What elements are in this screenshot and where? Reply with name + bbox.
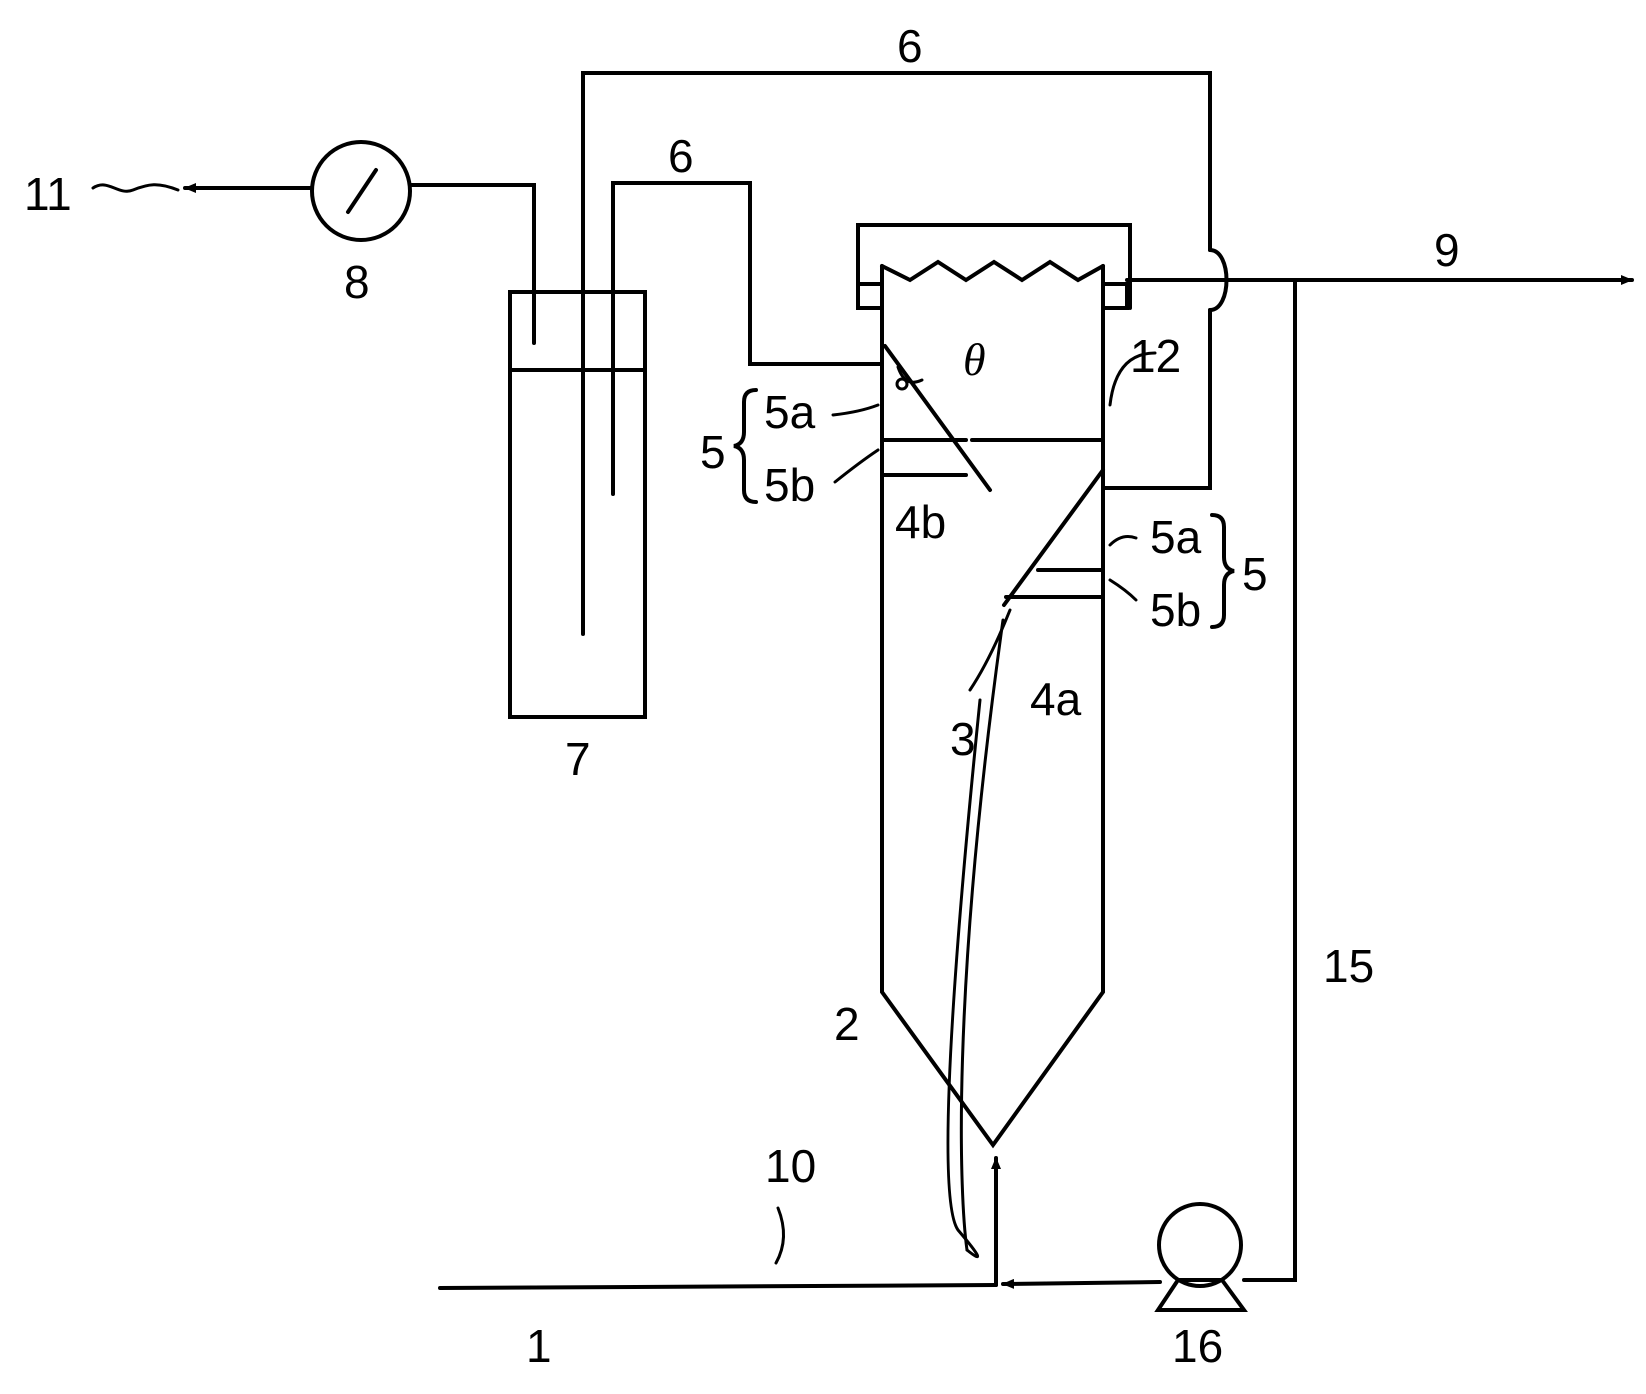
label-2: 2 <box>834 998 860 1050</box>
label-10: 10 <box>765 1140 816 1192</box>
label-9: 9 <box>1434 224 1460 276</box>
gas-discharge-wave <box>91 183 180 193</box>
label-4a: 4a <box>1030 673 1082 725</box>
label-16: 16 <box>1172 1320 1223 1372</box>
label-12: 12 <box>1130 330 1181 382</box>
label-11: 11 <box>24 168 72 220</box>
label-theta: θ <box>963 334 986 385</box>
reactor-vessel <box>856 223 1132 1149</box>
pump-discharge-line <box>1001 1278 1162 1289</box>
label-6-mid: 6 <box>668 130 694 182</box>
label-6-top: 6 <box>897 20 923 72</box>
label-5-left: 5 <box>700 426 726 478</box>
gas-liquid-separators <box>880 344 1105 607</box>
influent-line <box>438 1283 998 1290</box>
leader-lines <box>774 351 1157 1265</box>
recirculation-line <box>1242 278 1297 1282</box>
recirculation-pump <box>1154 1202 1248 1312</box>
label-5a-right: 5a <box>1150 511 1202 563</box>
reference-labels: 1 2 3 4a 4b 5 5 5a 5b 5a 5b 6 6 7 8 9 10… <box>24 20 1460 1372</box>
label-8: 8 <box>344 256 370 308</box>
label-3: 3 <box>950 713 976 765</box>
label-1: 1 <box>526 1320 552 1372</box>
label-5b-right: 5b <box>1150 584 1201 636</box>
label-5a-left: 5a <box>764 386 816 438</box>
label-7: 7 <box>565 733 591 785</box>
label-15: 15 <box>1323 940 1374 992</box>
gas-line-6-upper <box>581 71 1212 636</box>
gas-meter <box>310 140 412 242</box>
seal-tank <box>508 290 647 719</box>
label-5-right: 5 <box>1242 548 1268 600</box>
grouping-braces <box>733 388 1235 629</box>
gas-outlet-line <box>408 183 536 345</box>
label-5b-left: 5b <box>764 459 815 511</box>
label-4b: 4b <box>895 496 946 548</box>
gas-line-6-mid <box>611 181 884 496</box>
gas-line-6-lower-return <box>1101 308 1212 490</box>
